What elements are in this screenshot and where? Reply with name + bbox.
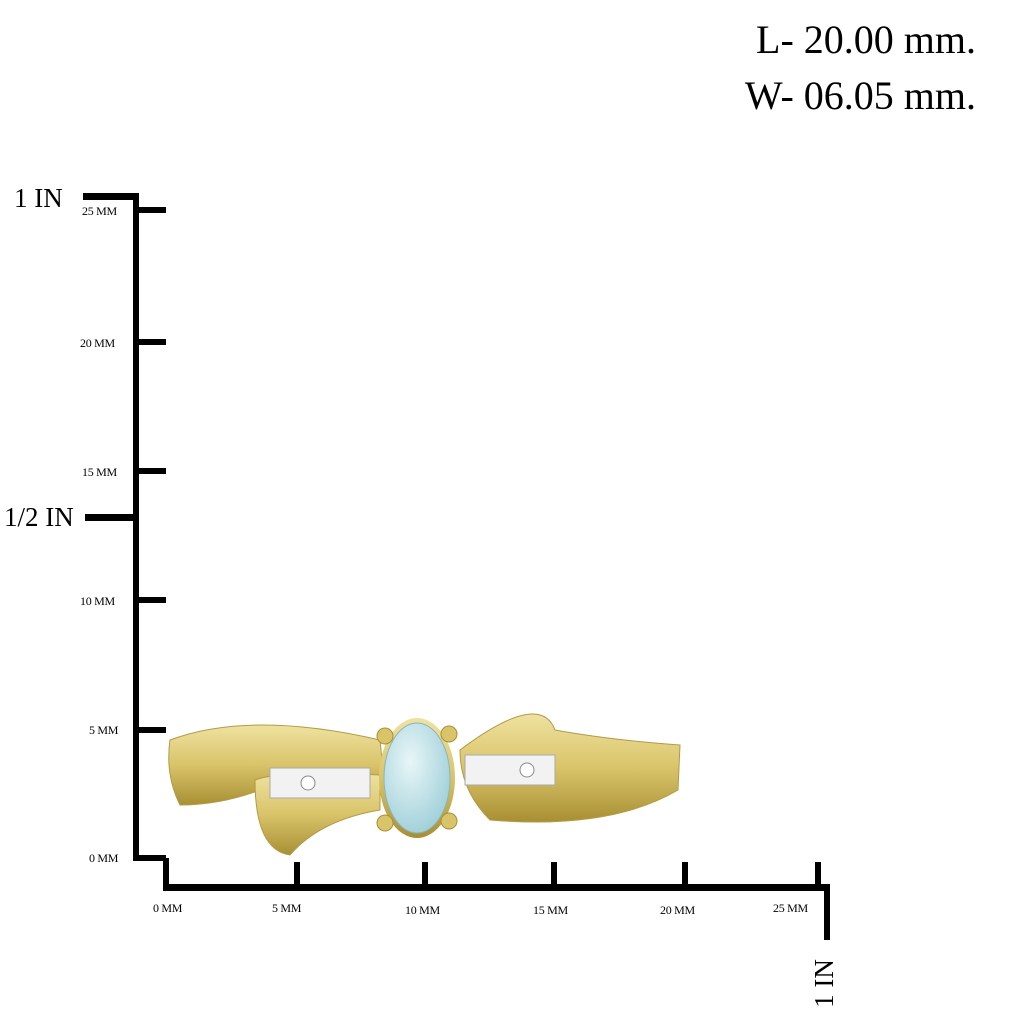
ruler-top-cap xyxy=(83,193,139,200)
label-0mm: 0 MM xyxy=(89,851,119,865)
h-tick-25mm xyxy=(815,862,821,886)
prong xyxy=(440,725,458,743)
aquamarine-gem xyxy=(383,722,451,834)
diamond-left xyxy=(300,775,316,791)
ruler-right-cap xyxy=(824,884,830,940)
length-dimension: L- 20.00 mm. xyxy=(756,17,976,62)
prong xyxy=(376,727,394,745)
vertical-ruler-line xyxy=(133,193,139,861)
label-1-inch-horizontal: 1 IN xyxy=(808,959,839,1008)
tick-25mm xyxy=(139,207,166,213)
label-15mm: 15 MM xyxy=(82,465,117,479)
prong xyxy=(376,814,394,832)
h-tick-15mm xyxy=(551,862,557,886)
width-dimension: W- 06.05 mm. xyxy=(744,73,976,118)
tick-15mm xyxy=(139,468,166,474)
h-label-25mm: 25 MM xyxy=(773,901,808,915)
label-25mm: 25 MM xyxy=(82,204,117,218)
h-label-15mm: 15 MM xyxy=(533,903,568,917)
tick-0mm xyxy=(133,855,166,861)
h-label-10mm: 10 MM xyxy=(405,903,440,917)
diamond-right xyxy=(519,762,535,778)
diamond-setting-left xyxy=(269,767,371,799)
h-label-0mm: 0 MM xyxy=(153,901,183,915)
h-tick-0mm xyxy=(163,858,169,890)
h-tick-10mm xyxy=(422,862,428,886)
tick-10mm xyxy=(139,597,166,603)
label-10mm: 10 MM xyxy=(80,594,115,608)
tick-5mm xyxy=(139,727,166,733)
horizontal-ruler-line xyxy=(163,884,830,891)
diamond-setting-right xyxy=(464,754,556,786)
h-tick-5mm xyxy=(294,862,300,886)
h-label-20mm: 20 MM xyxy=(660,903,695,917)
ring-image xyxy=(168,713,681,856)
label-1-inch: 1 IN xyxy=(14,183,63,213)
h-label-5mm: 5 MM xyxy=(272,901,302,915)
label-20mm: 20 MM xyxy=(80,336,115,350)
label-half-inch: 1/2 IN xyxy=(4,502,74,532)
label-5mm: 5 MM xyxy=(89,723,119,737)
ring-band-right xyxy=(459,713,681,823)
h-tick-20mm xyxy=(682,862,688,886)
prong xyxy=(440,812,458,830)
tick-20mm xyxy=(139,339,166,345)
tick-half-inch xyxy=(85,514,139,521)
